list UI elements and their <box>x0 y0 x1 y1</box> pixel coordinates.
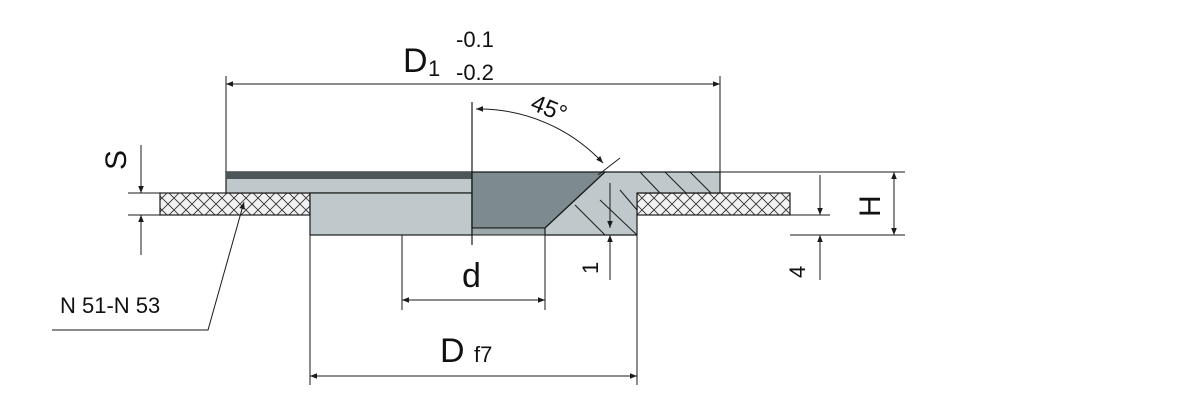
angle-arc <box>475 106 604 164</box>
dim-d <box>401 235 546 310</box>
body-block <box>309 192 473 236</box>
label-d1-sub: 1 <box>428 56 440 81</box>
dim-s <box>128 145 160 255</box>
flange-top-edge <box>226 172 472 179</box>
section-hatch <box>574 171 712 236</box>
dim-4 <box>790 175 830 280</box>
dim-h <box>720 171 905 236</box>
label-d1-tol-upper: -0.1 <box>456 27 494 52</box>
label-s: S <box>100 150 133 170</box>
label-4: 4 <box>785 266 810 278</box>
label-1: 1 <box>578 262 603 274</box>
label-d: d <box>462 257 481 295</box>
dim-d1 <box>225 76 721 172</box>
gasket-right <box>636 192 791 216</box>
label-h: H <box>854 195 887 217</box>
label-d1-tol-lower: -0.2 <box>456 60 494 85</box>
gasket-left <box>159 192 311 216</box>
label-df7-sub: f7 <box>474 342 492 367</box>
label-angle: 45° <box>527 90 571 129</box>
label-d1: D <box>403 42 428 80</box>
label-part-ref: N 51-N 53 <box>60 293 160 318</box>
section-bottom-strip <box>471 227 546 236</box>
label-df7: D <box>440 332 465 370</box>
part-ref-leader <box>52 201 245 331</box>
dim-df7 <box>309 235 638 385</box>
angle-leader <box>597 157 621 176</box>
